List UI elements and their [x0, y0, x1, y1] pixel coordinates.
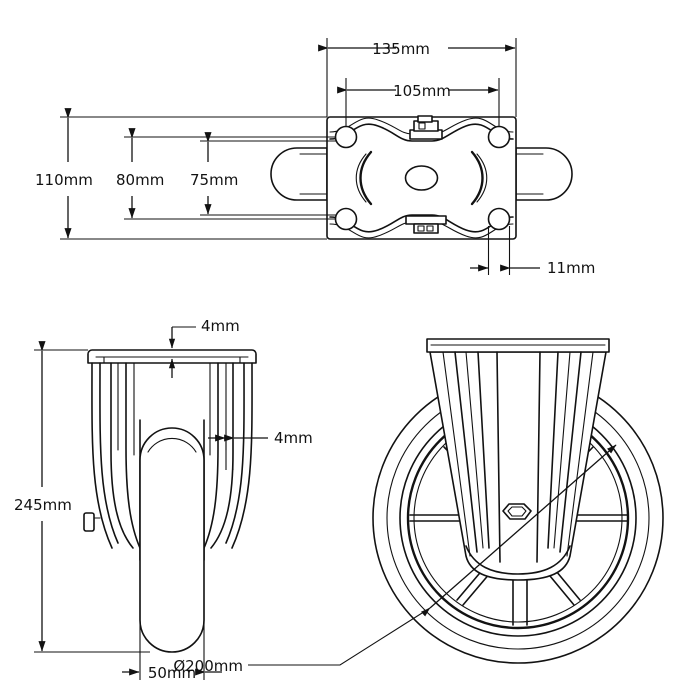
- side-wheel-tread: [139, 427, 205, 653]
- dim-label-110mm: 110mm: [35, 171, 93, 189]
- front-view: [248, 338, 664, 666]
- fork-lobe-left: [270, 147, 328, 201]
- dim-label-245mm: 245mm: [14, 496, 72, 514]
- brake-pedal-stub: [83, 512, 101, 532]
- dim-75mm: [200, 132, 336, 216]
- axle-tab-bottom: [405, 215, 447, 234]
- dim-80mm: [124, 128, 336, 220]
- dim-200mm-leader: [248, 444, 617, 666]
- dim-50mm: [122, 600, 222, 680]
- brake-tab-top: [409, 115, 443, 140]
- dim-4mm-plate: [150, 326, 196, 378]
- side-view: [34, 326, 268, 680]
- dim-110mm: [60, 108, 327, 240]
- top-plate-view: [60, 38, 573, 275]
- axle-hex-nut: [502, 503, 532, 520]
- dim-label-11mm: 11mm: [547, 259, 595, 277]
- dim-105mm: [337, 78, 500, 127]
- dim-label-50mm: 50mm: [148, 664, 196, 682]
- fork-lobe-right: [515, 147, 573, 201]
- bolt-hole-top-right: [487, 125, 511, 149]
- bolt-hole-bottom-left: [334, 207, 358, 231]
- bolt-hole-bottom-right: [487, 207, 511, 231]
- dim-label-200mm: Ø200mm: [173, 657, 243, 675]
- dim-label-80mm: 80mm: [116, 171, 164, 189]
- dim-label-4mm-plate: 4mm: [201, 317, 240, 335]
- dim-label-4mm-leg: 4mm: [274, 429, 313, 447]
- bolt-hole-top-left: [334, 125, 358, 149]
- dim-135mm: [318, 38, 517, 117]
- dim-4mm-leg: [208, 434, 268, 470]
- kingpin-boss: [404, 165, 439, 191]
- raceway-slot-right: [470, 150, 488, 206]
- dim-11mm: [470, 226, 540, 275]
- dim-label-135mm: 135mm: [372, 40, 430, 58]
- dim-245mm: [34, 341, 150, 653]
- raceway-slot-left: [355, 150, 373, 206]
- dim-label-75mm: 75mm: [190, 171, 238, 189]
- dim-label-105mm: 105mm: [393, 82, 451, 100]
